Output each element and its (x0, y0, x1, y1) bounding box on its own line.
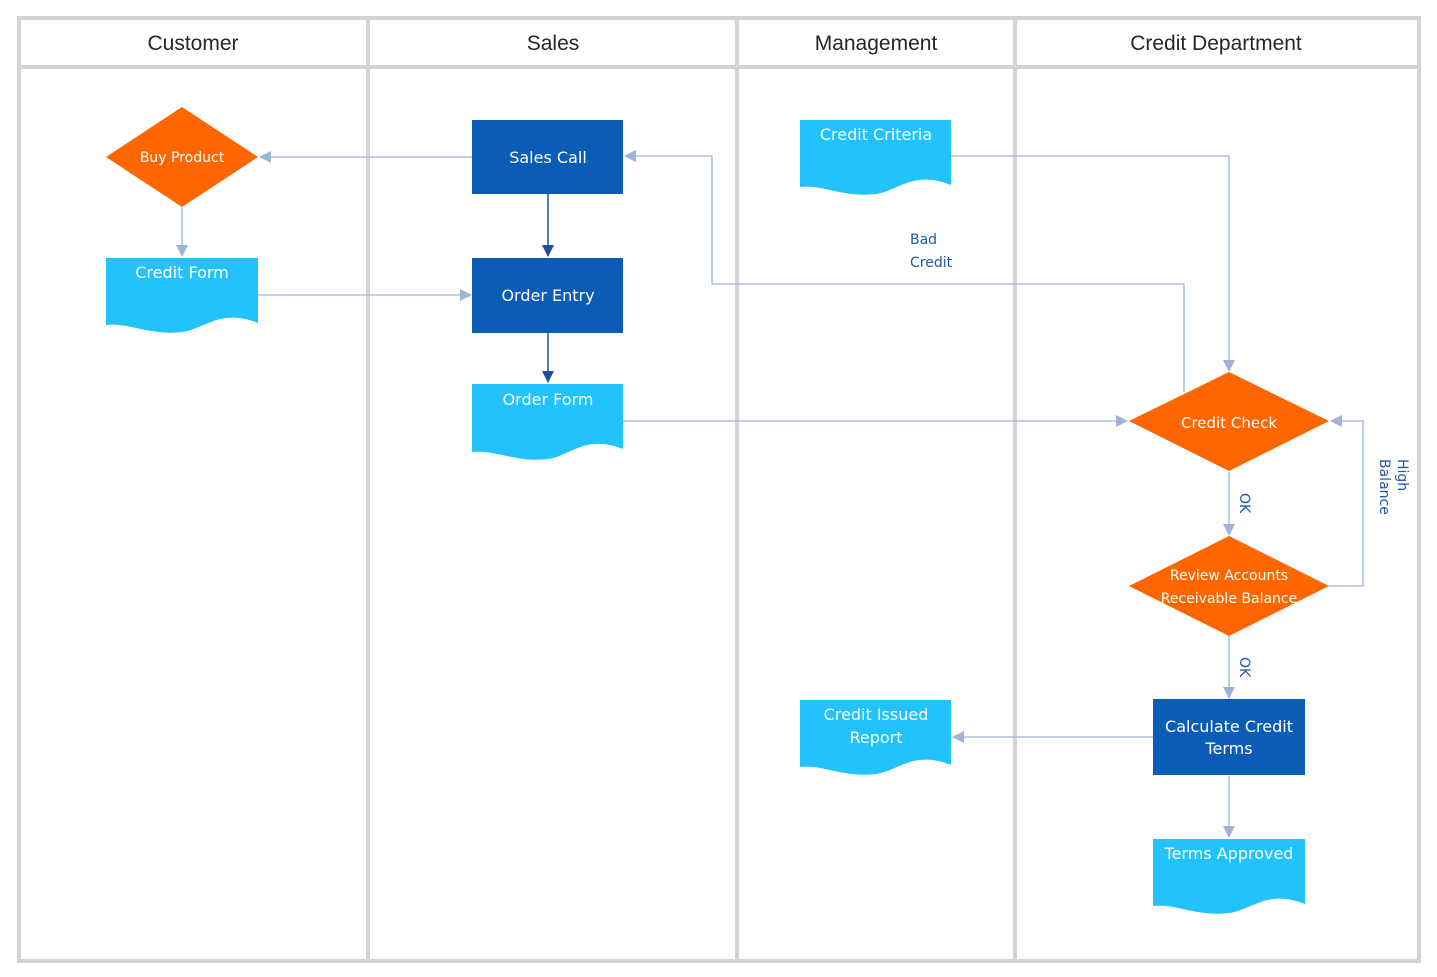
lane-title-management: Management (815, 32, 938, 55)
connector-credit-criteria-to-credit-check (951, 155, 1235, 372)
review-accounts-label-line1: Review Accounts (1170, 568, 1288, 584)
order-form-label: Order Form (503, 390, 594, 409)
review-accounts-decision[interactable] (1129, 536, 1329, 636)
buy-product-label: Buy Product (140, 150, 225, 166)
high-balance-label-line1: High (1394, 459, 1410, 491)
credit-issued-report-document[interactable] (800, 700, 951, 775)
credit-criteria-label: Credit Criteria (820, 125, 932, 144)
connector-high-balance (1329, 415, 1364, 587)
review-accounts-label-line2: Receivable Balance (1161, 591, 1297, 607)
lane-title-sales: Sales (527, 32, 580, 55)
terms-approved-document[interactable] (1153, 839, 1305, 914)
high-balance-label-line2: Balance (1376, 459, 1392, 515)
calculate-credit-terms-label-line2: Terms (1204, 739, 1252, 758)
sales-call-process[interactable] (472, 120, 623, 194)
calculate-credit-terms-label-line1: Calculate Credit (1165, 717, 1293, 736)
lane-title-credit-department: Credit Department (1130, 32, 1302, 55)
bad-credit-label-line2: Credit (910, 255, 953, 271)
order-entry-label: Order Entry (501, 286, 594, 305)
lane-title-customer: Customer (147, 32, 238, 55)
order-form-document[interactable] (472, 384, 623, 460)
credit-issued-report-label-line2: Report (849, 728, 902, 747)
credit-check-decision[interactable] (1129, 372, 1329, 471)
connector-bad-credit (624, 150, 1185, 392)
credit-form-label: Credit Form (135, 263, 229, 282)
sales-call-label: Sales Call (509, 148, 587, 167)
ok-label-review: OK (1236, 657, 1252, 678)
buy-product-decision[interactable] (106, 107, 258, 207)
ok-label-credit-check: OK (1236, 493, 1252, 514)
bad-credit-label-line1: Bad (910, 232, 937, 248)
terms-approved-label: Terms Approved (1164, 844, 1294, 863)
calculate-credit-terms-process[interactable] (1153, 699, 1305, 775)
credit-criteria-document[interactable] (800, 120, 951, 195)
credit-check-label: Credit Check (1181, 414, 1277, 432)
lane-frame (17, 16, 1421, 963)
credit-issued-report-label-line1: Credit Issued (824, 705, 929, 724)
order-entry-process[interactable] (472, 258, 623, 333)
credit-form-document[interactable] (106, 258, 258, 333)
